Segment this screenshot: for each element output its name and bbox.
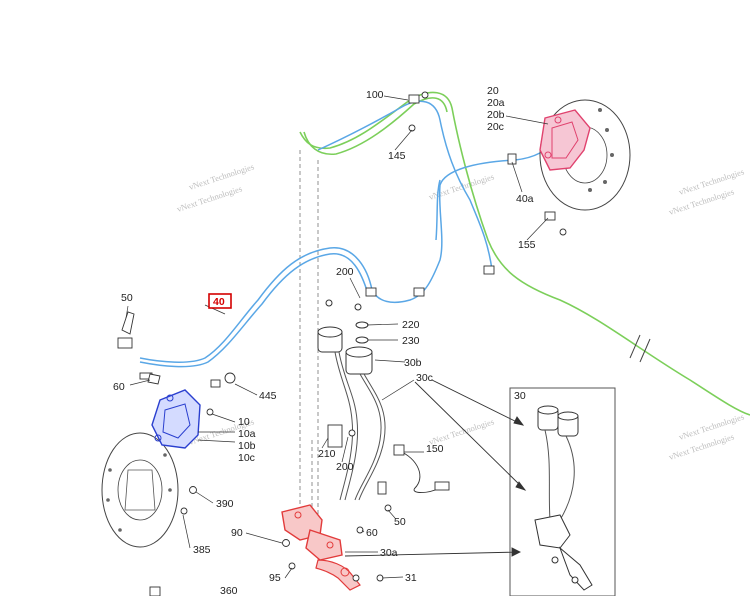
clip xyxy=(210,379,221,388)
leader-lines xyxy=(125,95,549,579)
front-caliper xyxy=(151,389,201,449)
bolt xyxy=(224,372,236,384)
front-brake-disc xyxy=(101,432,179,548)
callout-60: 60 xyxy=(366,527,378,539)
assembly-guide-lines xyxy=(299,150,319,520)
switch-body xyxy=(327,424,343,448)
line-clips xyxy=(139,91,567,388)
callout-20c: 20c xyxy=(487,121,504,133)
callout-20: 20 xyxy=(487,85,499,97)
callout-220: 220 xyxy=(402,319,420,331)
callout-210: 210 xyxy=(318,448,336,460)
bolt xyxy=(180,507,188,515)
callout-200: 200 xyxy=(336,461,354,473)
line-break-symbol xyxy=(629,334,651,363)
callout-10: 10 xyxy=(238,416,250,428)
front-brake-line xyxy=(139,139,556,363)
clip xyxy=(365,287,377,297)
washer xyxy=(355,321,369,329)
callout-30b: 30b xyxy=(404,357,422,369)
master-cylinder xyxy=(281,504,361,591)
rear-brake-line xyxy=(299,91,750,416)
fitting xyxy=(117,337,133,349)
callout-50: 50 xyxy=(394,516,406,528)
bolt xyxy=(421,91,429,99)
callout-155: 155 xyxy=(518,239,536,251)
cap-screw xyxy=(354,303,362,311)
reservoirs xyxy=(317,299,373,375)
inset-frame xyxy=(509,387,616,596)
callout-230: 230 xyxy=(402,335,420,347)
rear-brake-line xyxy=(303,97,448,156)
front-brake-line xyxy=(317,100,493,271)
seal xyxy=(355,336,369,344)
clip xyxy=(408,94,420,104)
callout-40-highlight: 40 xyxy=(208,293,232,309)
callout-90: 90 xyxy=(231,527,243,539)
watermarks: vNext Technologies vNext Technologies vN… xyxy=(176,161,746,462)
callout-31: 31 xyxy=(405,572,417,584)
callout-30a: 30a xyxy=(380,547,398,559)
callout-labels: 100 20 20a 20b 20c 145 40a 155 50 200 40… xyxy=(113,85,536,596)
callout-360: 360 xyxy=(220,585,238,596)
bleeder-screw xyxy=(121,311,135,335)
banjo-bolt xyxy=(147,373,161,385)
master-cylinder-hardware xyxy=(149,526,384,596)
callout-10c: 10c xyxy=(238,452,255,464)
inset-assembly-30 xyxy=(509,387,616,596)
clip xyxy=(483,265,495,275)
svg-text:40: 40 xyxy=(213,296,225,308)
clip xyxy=(413,287,425,297)
callout-145: 145 xyxy=(388,150,406,162)
hardware-left xyxy=(117,311,236,515)
clip xyxy=(507,153,517,165)
bolt xyxy=(408,124,416,132)
watermark: vNext Technologies xyxy=(176,183,244,214)
cap-screw xyxy=(325,299,333,307)
callout-20b: 20b xyxy=(487,109,505,121)
callout-40a: 40a xyxy=(516,193,534,205)
switch-wire xyxy=(397,449,441,493)
callout-10b: 10b xyxy=(238,440,256,452)
bolt xyxy=(206,408,214,416)
callout-445: 445 xyxy=(259,390,277,402)
reservoir-hoses xyxy=(334,351,386,501)
callout-30: 30 xyxy=(514,390,526,402)
callout-385: 385 xyxy=(193,544,211,556)
front-brake-line xyxy=(435,179,441,241)
callout-100: 100 xyxy=(366,89,384,101)
bracket xyxy=(544,211,556,221)
callout-95: 95 xyxy=(269,572,281,584)
callout-390: 390 xyxy=(216,498,234,510)
callout-150: 150 xyxy=(426,443,444,455)
brake-switch-parts xyxy=(327,424,450,512)
callout-20a: 20a xyxy=(487,97,505,109)
callout-10a: 10a xyxy=(238,428,256,440)
watermark: vNext Technologies xyxy=(188,161,256,192)
callout-60: 60 xyxy=(113,381,125,393)
front-brake-line xyxy=(139,253,369,368)
arrows-to-inset xyxy=(344,379,527,557)
callout-50: 50 xyxy=(121,292,133,304)
callout-30c: 30c xyxy=(416,372,433,384)
bolt xyxy=(189,486,197,494)
bolt xyxy=(559,228,567,236)
rear-caliper xyxy=(539,109,591,171)
callout-200: 200 xyxy=(336,266,354,278)
